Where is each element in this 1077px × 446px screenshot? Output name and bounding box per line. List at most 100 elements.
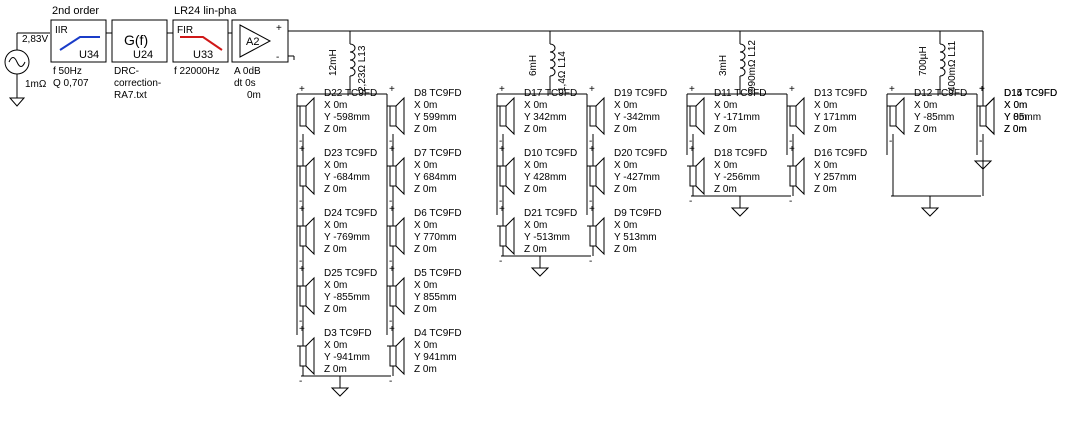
- amp-id: A2: [246, 36, 259, 48]
- driver-pos-z: Z 0m: [614, 244, 637, 255]
- driver-pos-y: Y 513mm: [614, 232, 657, 243]
- inductor-resistance: 990mΩ: [747, 59, 758, 92]
- driver-pos-z: Z 0m: [914, 124, 937, 135]
- inductor-res-id: 2,23Ω L13: [357, 45, 368, 92]
- driver-minus-label: -: [389, 136, 392, 147]
- driver-pos-x: X 0m: [324, 100, 347, 111]
- driver-pos-x: X 0m: [414, 220, 437, 231]
- sine-icon: [8, 57, 26, 67]
- driver-name: D21 TC9FD: [524, 208, 577, 219]
- gf-block[interactable]: G(f) U24 DRC- correction- RA7.txt: [111, 19, 168, 101]
- source-voltage: 2,83V: [22, 34, 48, 45]
- driver-pos-z: Z 0m: [524, 244, 547, 255]
- speaker-cone-icon: [395, 156, 405, 196]
- speaker-magnet-icon: [389, 165, 397, 187]
- driver-pos-x: X 0m: [714, 160, 737, 171]
- gf-file-line1: DRC-: [114, 66, 139, 77]
- speaker-cone-icon: [695, 156, 705, 196]
- driver-pos-x: X 0m: [524, 220, 547, 231]
- driver-pos-y: Y -513mm: [524, 232, 570, 243]
- speaker-cone-icon: [985, 96, 995, 136]
- driver-plus-label: +: [979, 84, 985, 95]
- driver-pos-x: X 0m: [324, 220, 347, 231]
- driver-pos-z: Z 0m: [324, 304, 347, 315]
- ground-icon: [330, 387, 350, 397]
- speaker-cone-icon: [595, 156, 605, 196]
- driver-pos-x: X 0m: [914, 100, 937, 111]
- driver-pos-z: Z 0m: [524, 184, 547, 195]
- driver-minus-label: -: [499, 196, 502, 207]
- driver-plus-label: +: [299, 264, 305, 275]
- driver-pos-x: X 0m: [1004, 100, 1027, 111]
- speaker-cone-icon: [505, 216, 515, 256]
- driver-pos-z: Z 0m: [814, 124, 837, 135]
- iir-param-q: Q 0,707: [53, 78, 89, 89]
- speaker-magnet-icon: [689, 105, 697, 127]
- driver-pos-y: Y -342mm: [614, 112, 660, 123]
- driver-pos-y: Y -256mm: [714, 172, 760, 183]
- driver-name: D17 TC9FD: [524, 88, 577, 99]
- lowpass-response-icon: [180, 36, 223, 51]
- voltage-source[interactable]: 2,83V 1mΩ: [4, 32, 50, 107]
- coil-icon: [549, 43, 556, 77]
- driver-pos-z: Z 0m: [324, 124, 347, 135]
- amp-param-delay: dt 0s: [234, 78, 256, 89]
- speaker-cone-icon: [895, 96, 905, 136]
- driver-plus-label: +: [389, 144, 395, 155]
- driver-pos-y: Y 599mm: [414, 112, 457, 123]
- fir-block[interactable]: LR24 lin-pha FIR U33 f 22000Hz: [172, 5, 237, 77]
- coil-icon: [739, 43, 746, 77]
- driver-name: D18 TC9FD: [714, 148, 767, 159]
- driver-pos-x: X 0m: [524, 160, 547, 171]
- gf-id: U24: [133, 49, 153, 61]
- driver-pos-z: Z 0m: [714, 124, 737, 135]
- driver-minus-label: -: [389, 196, 392, 207]
- driver-minus-label: -: [299, 376, 302, 387]
- driver-plus-label: +: [299, 204, 305, 215]
- speaker-magnet-icon: [299, 105, 307, 127]
- inductor-value: 6mH: [528, 55, 539, 76]
- speaker-cone-icon: [305, 336, 315, 376]
- driver-minus-label: -: [299, 256, 302, 267]
- driver-pos-z: Z 0m: [1004, 124, 1027, 135]
- speaker-magnet-icon: [789, 105, 797, 127]
- speaker-cone-icon: [595, 216, 605, 256]
- amplifier-block[interactable]: A2 + - A 0dB dt 0s 0m: [231, 19, 289, 101]
- fir-header: LR24 lin-pha: [174, 5, 237, 17]
- driver-name: D7 TC9FD: [414, 148, 462, 159]
- speaker-cone-icon: [395, 96, 405, 136]
- iir-block[interactable]: 2nd order IIR U34 f 50Hz Q 0,707: [50, 5, 107, 89]
- speaker-magnet-icon: [499, 225, 507, 247]
- speaker-cone-icon: [395, 336, 405, 376]
- driver-pos-z: Z 0m: [324, 184, 347, 195]
- driver-minus-label: -: [299, 196, 302, 207]
- driver-pos-x: X 0m: [714, 100, 737, 111]
- driver-pos-y: Y -684mm: [324, 172, 370, 183]
